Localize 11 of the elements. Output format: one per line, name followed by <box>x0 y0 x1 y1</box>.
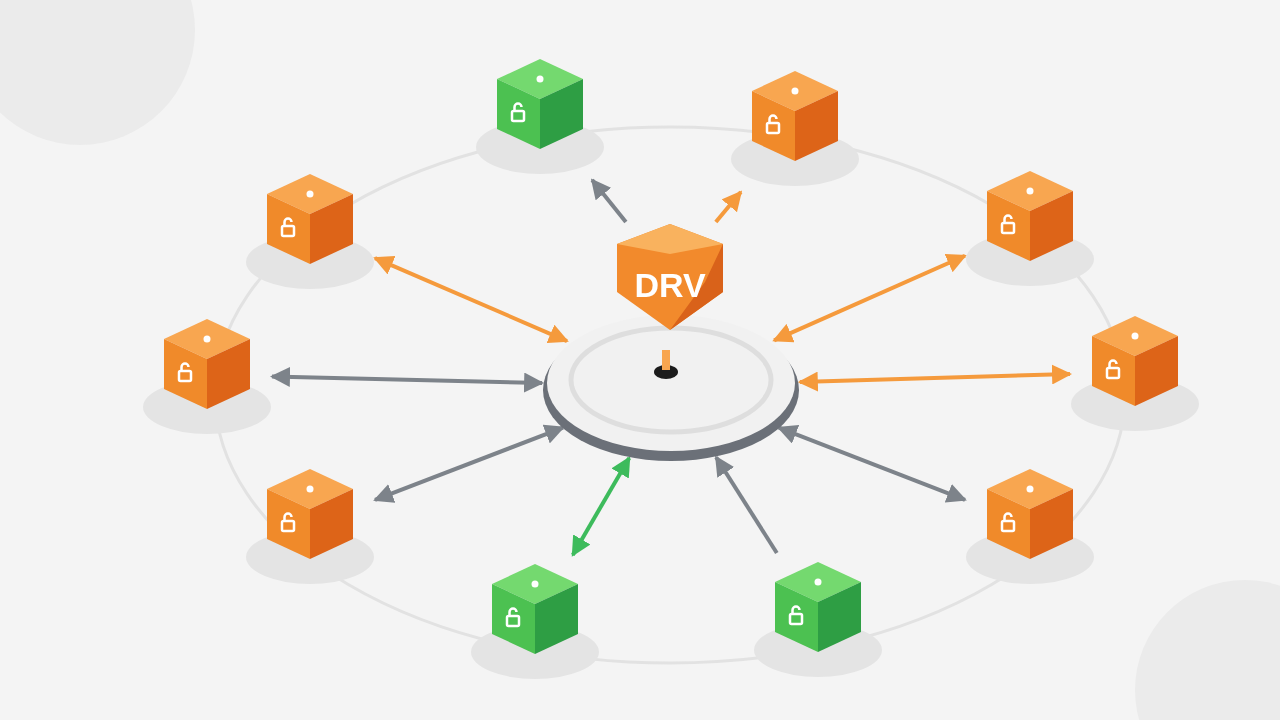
arrow <box>714 190 743 224</box>
arrow <box>772 253 967 343</box>
arrow <box>797 364 1072 392</box>
arrow <box>590 178 628 224</box>
arrow <box>714 455 779 555</box>
arrow <box>776 424 967 503</box>
arrow <box>373 424 565 503</box>
arrow <box>571 456 631 557</box>
arrow <box>270 366 545 393</box>
hub-label: DRV <box>634 264 706 306</box>
arrow <box>373 256 569 344</box>
